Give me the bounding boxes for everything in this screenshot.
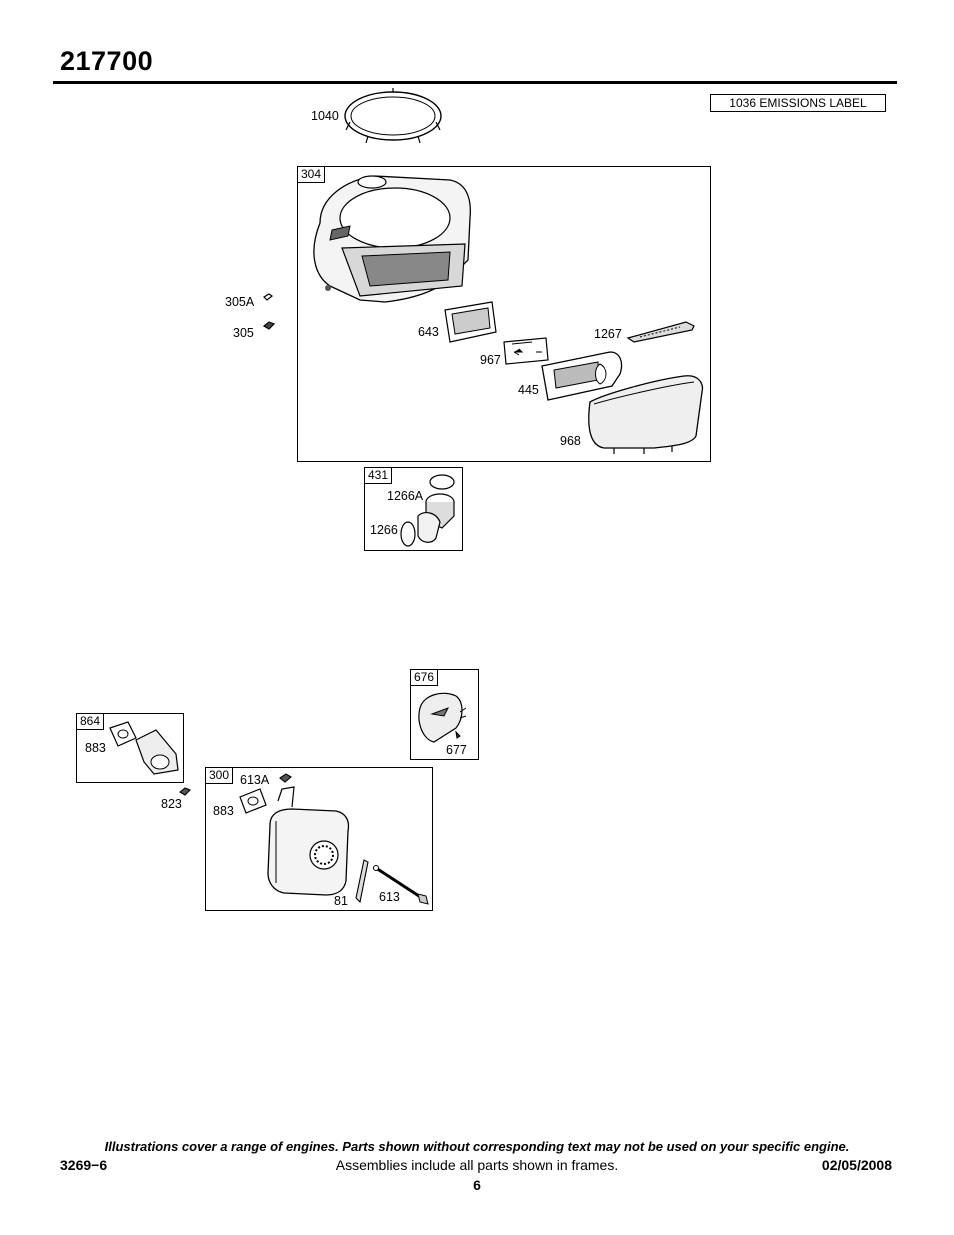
screw-305-illustration <box>262 320 276 332</box>
bracket-643-illustration <box>440 298 500 344</box>
part-label-445: 445 <box>518 383 539 397</box>
frame-tag-864: 864 <box>76 713 105 730</box>
part-label-967: 967 <box>480 353 501 367</box>
screw-305A-illustration <box>262 292 274 302</box>
frame-tag-300: 300 <box>205 767 234 784</box>
part-label-1040: 1040 <box>311 109 339 123</box>
part-label-305: 305 <box>233 326 254 340</box>
assemblies-note: Assemblies include all parts shown in fr… <box>335 1157 619 1173</box>
cover-968-illustration <box>584 372 706 454</box>
page-number: 6 <box>473 1177 481 1193</box>
screw-613A-illustration <box>278 772 294 786</box>
disclaimer-text: Illustrations cover a range of engines. … <box>104 1139 850 1154</box>
frame-exhaust-port <box>76 713 184 783</box>
part-label-883-port: 883 <box>85 741 106 755</box>
frame-tag-431: 431 <box>364 467 393 484</box>
guard-illustration <box>414 688 470 748</box>
frame-tag-304: 304 <box>297 166 326 183</box>
document-date: 02/05/2008 <box>821 1157 892 1173</box>
frame-muffler <box>205 767 433 911</box>
part-label-883-muffler: 883 <box>213 804 234 818</box>
air-inlet-illustration <box>396 472 458 546</box>
grille-445-illustration <box>540 350 624 402</box>
emissions-label-box: 1036 EMISSIONS LABEL <box>710 94 886 112</box>
bracket-81-illustration <box>352 858 370 904</box>
part-label-823: 823 <box>161 797 182 811</box>
exhaust-port-illustration <box>106 718 182 778</box>
frame-blower-housing <box>297 166 711 462</box>
document-number: 3269−6 <box>60 1157 108 1173</box>
screw-823-illustration <box>178 786 192 798</box>
part-label-305A: 305A <box>225 295 255 309</box>
part-label-1266A: 1266A <box>387 489 424 503</box>
part-label-81: 81 <box>334 894 348 908</box>
part-label-677: 677 <box>446 743 467 757</box>
header-rule <box>53 81 897 84</box>
bolt-613-illustration <box>372 864 432 908</box>
ring-part-illustration <box>338 88 448 148</box>
blower-housing-illustration <box>300 168 480 318</box>
label-967-illustration <box>502 336 550 366</box>
part-label-613: 613 <box>379 890 400 904</box>
part-label-1267: 1267 <box>594 327 622 341</box>
part-label-968: 968 <box>560 434 581 448</box>
model-number: 217700 <box>60 46 154 76</box>
part-label-613A: 613A <box>240 773 270 787</box>
handle-1267-illustration <box>626 318 696 344</box>
part-label-1266: 1266 <box>370 523 398 537</box>
part-label-643: 643 <box>418 325 439 339</box>
frame-tag-676: 676 <box>410 669 439 686</box>
frame-air-inlet <box>364 467 463 551</box>
frame-guard <box>410 669 479 760</box>
muffler-illustration <box>236 785 356 903</box>
